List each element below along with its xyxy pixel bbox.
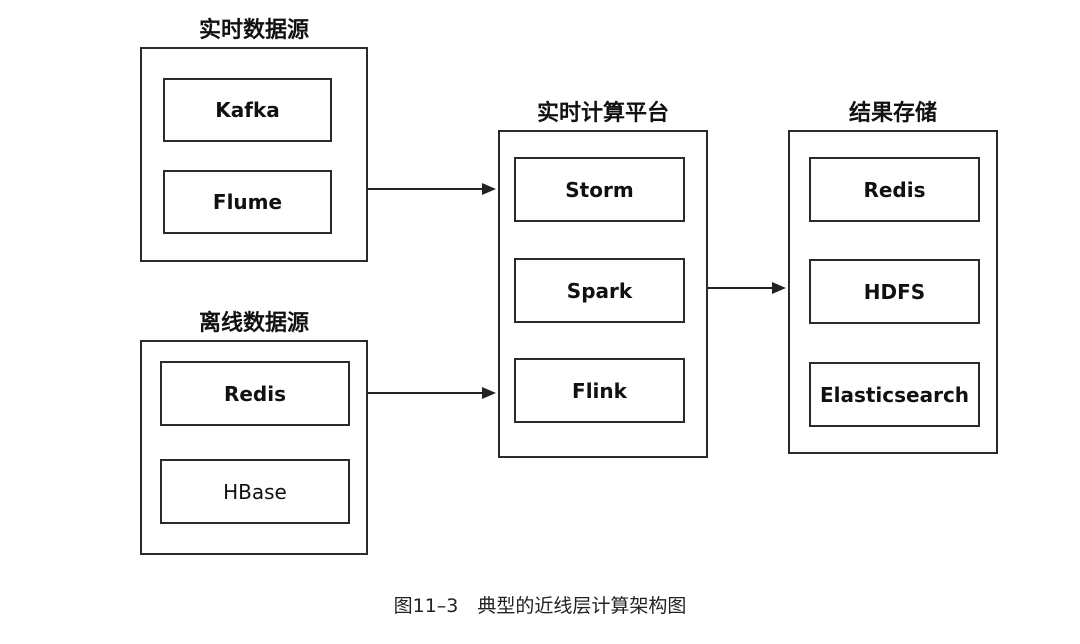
flink-node: Flink: [514, 358, 685, 423]
compute-platform-title: 实时计算平台: [536, 101, 669, 126]
elasticsearch-node: Elasticsearch: [809, 362, 980, 427]
result-storage-title: 结果存储: [848, 101, 937, 126]
hbase-node: HBase: [160, 459, 350, 524]
figure-caption: 图11–3 典型的近线层计算架构图: [393, 595, 687, 617]
offline-sources-title: 离线数据源: [198, 311, 309, 336]
arrow-offline-to-compute: [368, 387, 496, 399]
kafka-node: Kafka: [163, 78, 332, 142]
storm-node: Storm: [514, 157, 685, 222]
realtime-sources-title: 实时数据源: [198, 18, 309, 43]
spark-node: Spark: [514, 258, 685, 323]
redis-storage-node: Redis: [809, 157, 980, 222]
redis-source-node: Redis: [160, 361, 350, 426]
flume-node: Flume: [163, 170, 332, 234]
hdfs-node: HDFS: [809, 259, 980, 324]
arrow-realtime-to-compute: [368, 183, 496, 195]
arrow-compute-to-storage: [708, 282, 786, 294]
